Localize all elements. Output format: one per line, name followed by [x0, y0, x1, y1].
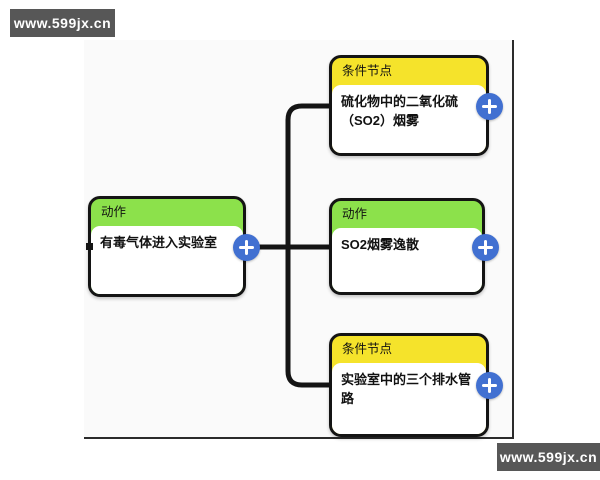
node-body-text: SO2烟雾逸散 — [341, 237, 420, 252]
node-condition-n4[interactable]: 条件节点实验室中的三个排水管路 — [329, 333, 503, 437]
watermark-bottom-right: www.599jx.cn — [497, 443, 600, 471]
node-body[interactable]: SO2烟雾逸散 — [332, 228, 482, 292]
node-header-label: 条件节点 — [342, 342, 393, 356]
node-body[interactable]: 硫化物中的二氧化硫（SO2）烟雾 — [332, 85, 486, 153]
left-port-handle[interactable] — [86, 242, 93, 250]
node-header: 条件节点 — [332, 336, 486, 363]
node-header: 动作 — [332, 201, 482, 228]
node-header: 条件节点 — [332, 58, 486, 85]
node-body-text: 硫化物中的二氧化硫（SO2）烟雾 — [341, 94, 459, 128]
plus-icon — [488, 98, 491, 114]
node-header-label: 动作 — [342, 207, 368, 221]
node-condition-n2[interactable]: 条件节点硫化物中的二氧化硫（SO2）烟雾 — [329, 55, 503, 156]
node-body-text: 有毒气体进入实验室 — [100, 235, 218, 250]
node-body[interactable]: 实验室中的三个排水管路 — [332, 363, 486, 434]
add-child-button[interactable] — [233, 233, 260, 261]
node-body[interactable]: 有毒气体进入实验室 — [91, 226, 243, 294]
plus-icon — [488, 378, 491, 393]
add-child-button[interactable] — [476, 372, 503, 399]
node-header: 动作 — [91, 199, 243, 226]
plus-icon — [245, 239, 248, 255]
node-action-n3[interactable]: 动作 SO2烟雾逸散 — [329, 198, 499, 295]
plus-icon — [484, 239, 487, 255]
add-child-button[interactable] — [472, 233, 499, 261]
add-child-button[interactable] — [476, 92, 503, 120]
node-header-label: 动作 — [101, 205, 127, 219]
node-header-label: 条件节点 — [342, 64, 393, 78]
node-action-n1[interactable]: 动作有毒气体进入实验室 — [86, 196, 260, 297]
node-body-text: 实验室中的三个排水管路 — [341, 372, 472, 406]
watermark-top-left: www.599jx.cn — [10, 9, 115, 37]
